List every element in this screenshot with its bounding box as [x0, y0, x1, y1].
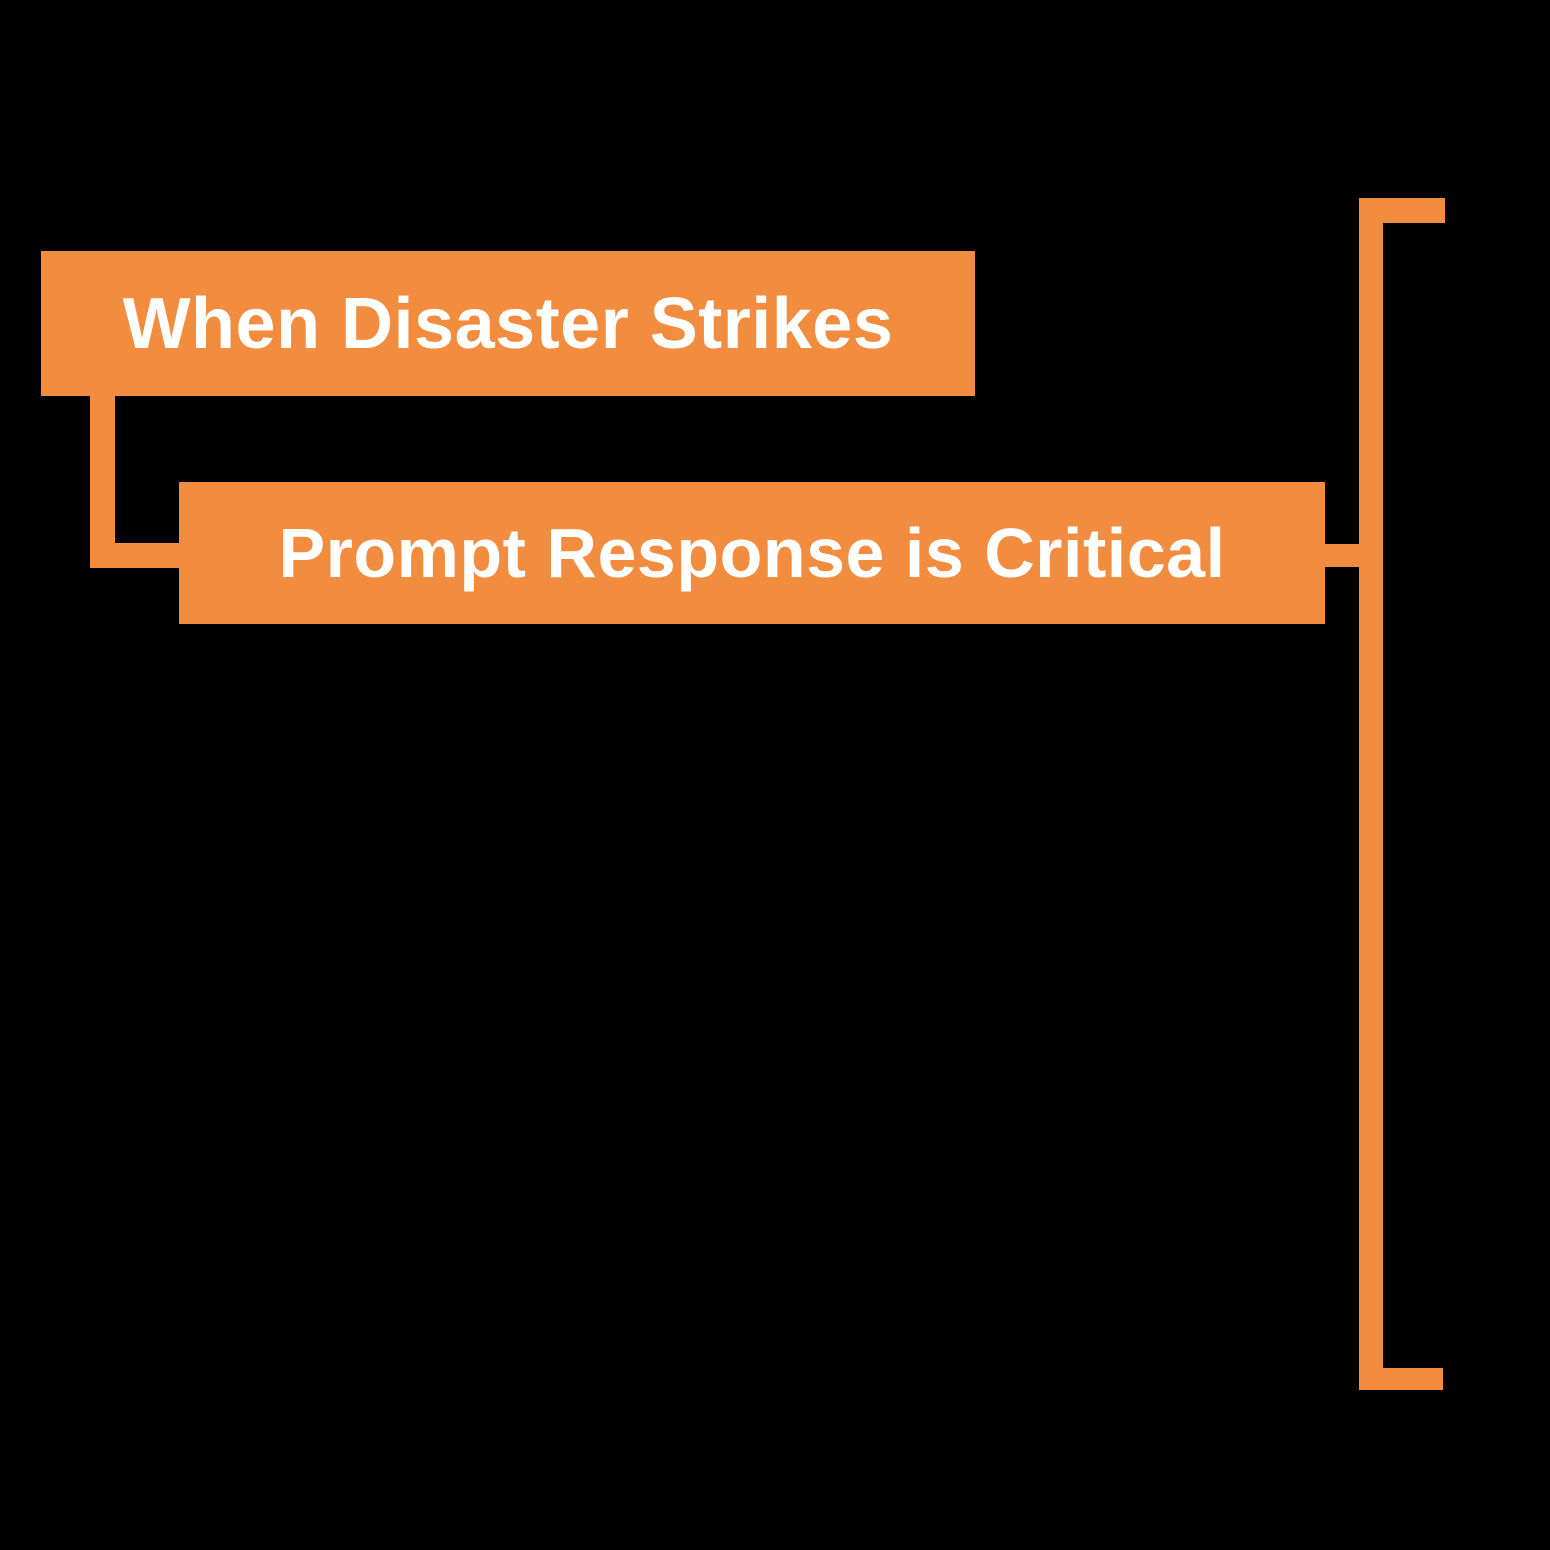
callout-when-disaster-strikes-label: When Disaster Strikes [122, 283, 894, 364]
connector-elbow-horizontal [90, 543, 180, 568]
connector-elbow-vertical [90, 394, 115, 568]
bracket-vertical-bar [1359, 198, 1383, 1390]
callout-prompt-response: Prompt Response is Critical [179, 482, 1325, 624]
connector-right-stub [1322, 544, 1362, 567]
bracket-top-tick [1359, 198, 1445, 223]
callout-prompt-response-label: Prompt Response is Critical [278, 514, 1226, 592]
bracket-bottom-tick [1359, 1368, 1443, 1390]
callout-when-disaster-strikes: When Disaster Strikes [41, 251, 975, 396]
